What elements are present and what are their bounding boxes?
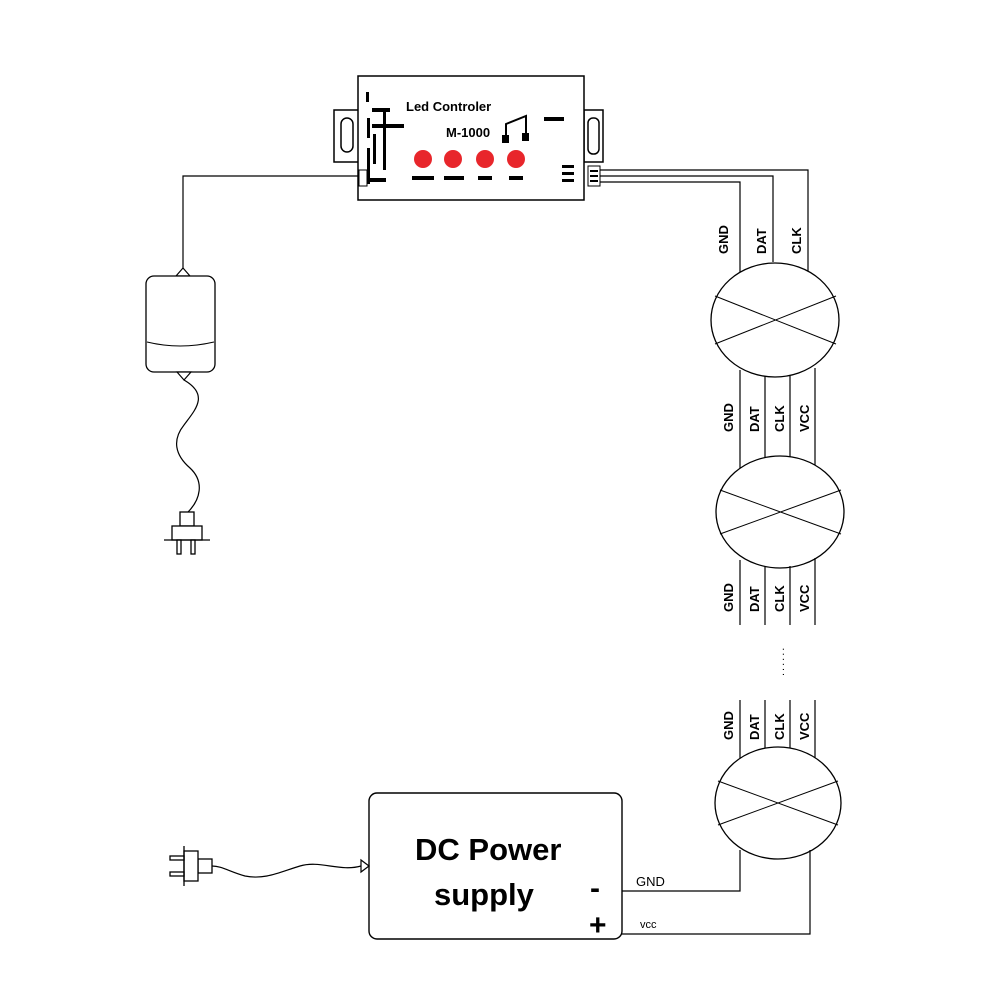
adapter-top-connector — [174, 267, 192, 277]
controller-button-3[interactable] — [476, 150, 494, 168]
adapter-cable — [175, 371, 200, 513]
led2-out-vcc-label: VCC — [797, 584, 812, 612]
led-controller: Led Controler M-1000 — [333, 75, 604, 201]
power-supply-output-wires — [622, 850, 811, 935]
controller-indicator-bar — [544, 117, 564, 121]
controller-button-4[interactable] — [507, 150, 525, 168]
controller-input-wire — [182, 175, 359, 268]
power-supply-minus-terminal: - — [590, 872, 600, 905]
button-underline-3 — [478, 176, 492, 180]
last-led-gnd-label: GND — [721, 711, 736, 740]
transformer-adapter-icon — [145, 275, 216, 373]
controller-button-1[interactable] — [414, 150, 432, 168]
music-note-icon — [502, 114, 529, 143]
power-supply-plus-terminal: + — [589, 909, 607, 942]
supply-vcc-label: vcc — [640, 919, 657, 931]
right-mount-slot — [587, 117, 600, 155]
button-underline-2 — [444, 176, 464, 180]
chain-continuation-ellipsis: ...... — [775, 646, 787, 676]
power-supply-title-line1: DC Power — [415, 832, 561, 867]
power-plug-icon — [169, 846, 213, 886]
led2-in-clk-label: CLK — [772, 405, 787, 432]
last-led-dat-label: DAT — [747, 714, 762, 740]
power-plug-icon — [164, 511, 210, 555]
controller-title: Led Controler — [406, 99, 491, 114]
led-pixel-2 — [715, 455, 845, 569]
power-supply-input-cable — [211, 858, 370, 878]
last-led-in-wires — [739, 700, 816, 760]
led2-out-wires — [739, 558, 816, 625]
led2-out-gnd-label: GND — [721, 583, 736, 612]
controller-model: M-1000 — [446, 125, 490, 140]
button-underline-4 — [509, 176, 523, 180]
controller-power-input — [174, 175, 359, 277]
led-pixel-1 — [710, 262, 840, 378]
led-pixel-last — [714, 746, 842, 860]
controller-input-connector — [358, 169, 368, 187]
last-led-vcc-label: VCC — [797, 712, 812, 740]
left-mount-slot — [340, 117, 354, 153]
controller-button-2[interactable] — [444, 150, 462, 168]
led2-in-dat-label: DAT — [747, 406, 762, 432]
led1-in-clk-label: CLK — [789, 227, 804, 254]
power-supply-title-line2: supply — [434, 877, 535, 912]
controller-to-led1-wires — [600, 169, 809, 272]
led1-in-dat-label: DAT — [754, 228, 769, 254]
led1-to-led2-wires — [739, 368, 816, 468]
led2-in-vcc-label: VCC — [797, 404, 812, 432]
led2-out-clk-label: CLK — [772, 585, 787, 612]
led2-in-gnd-label: GND — [721, 403, 736, 432]
led1-in-gnd-label: GND — [716, 225, 731, 254]
supply-gnd-label: GND — [636, 874, 665, 889]
led2-out-dat-label: DAT — [747, 586, 762, 612]
button-underline-1 — [412, 176, 434, 180]
controller-left-markings — [366, 92, 404, 184]
controller-body — [357, 75, 585, 201]
last-led-clk-label: CLK — [772, 713, 787, 740]
